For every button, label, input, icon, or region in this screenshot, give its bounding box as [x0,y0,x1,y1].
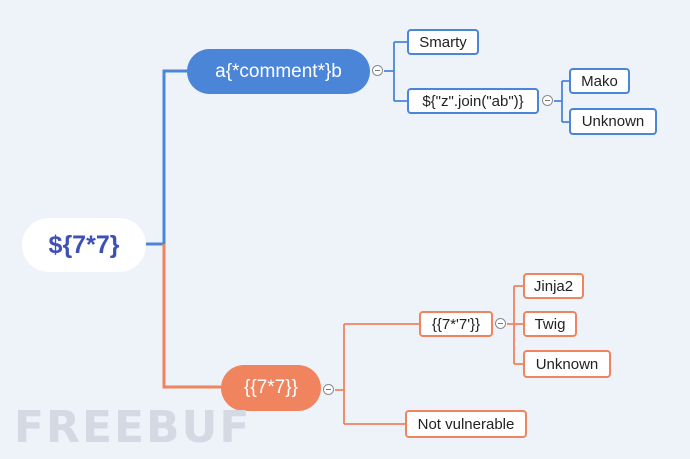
node-unknown-orange-label: Unknown [535,355,599,373]
node-comment-probe-label: a{*comment*}b [215,60,342,82]
node-twig[interactable]: Twig [523,311,577,337]
node-seven-string-probe[interactable]: {{7*'7'}} [419,311,493,337]
node-jinja2-label: Jinja2 [533,277,574,295]
node-jinja2[interactable]: Jinja2 [523,273,584,299]
connector-seven-children [507,285,523,365]
node-unknown-blue-label: Unknown [581,113,645,130]
watermark-logo: FREEBUF [14,402,252,453]
node-mako[interactable]: Mako [569,68,630,94]
collapse-icon[interactable] [372,65,383,76]
node-seven-string-probe-label: {{7*'7'}} [431,315,481,333]
node-smarty[interactable]: Smarty [407,29,479,55]
connector-join-children [554,80,569,123]
node-unknown-orange[interactable]: Unknown [523,350,611,378]
root-node[interactable]: ${7*7} [22,218,146,272]
node-double-brace-probe-label: {{7*7}} [244,377,298,398]
node-join-probe-label: ${"z".join("ab")} [422,92,524,110]
collapse-icon[interactable] [323,384,334,395]
node-smarty-label: Smarty [419,33,467,51]
connector-orange-children [335,323,419,425]
collapse-icon[interactable] [495,318,506,329]
node-comment-probe[interactable]: a{*comment*}b [187,49,370,94]
connector-root-blue [162,69,187,244]
node-join-probe[interactable]: ${"z".join("ab")} [407,88,539,114]
connector-blue-children [384,41,407,102]
node-unknown-blue[interactable]: Unknown [569,108,657,135]
node-not-vulnerable-label: Not vulnerable [417,415,515,433]
node-not-vulnerable[interactable]: Not vulnerable [405,410,527,438]
node-mako-label: Mako [581,72,618,90]
root-node-label: ${7*7} [48,230,120,259]
node-double-brace-probe[interactable]: {{7*7}} [221,365,321,411]
collapse-icon[interactable] [542,95,553,106]
connector-root-orange [162,244,221,389]
node-twig-label: Twig [534,315,566,333]
